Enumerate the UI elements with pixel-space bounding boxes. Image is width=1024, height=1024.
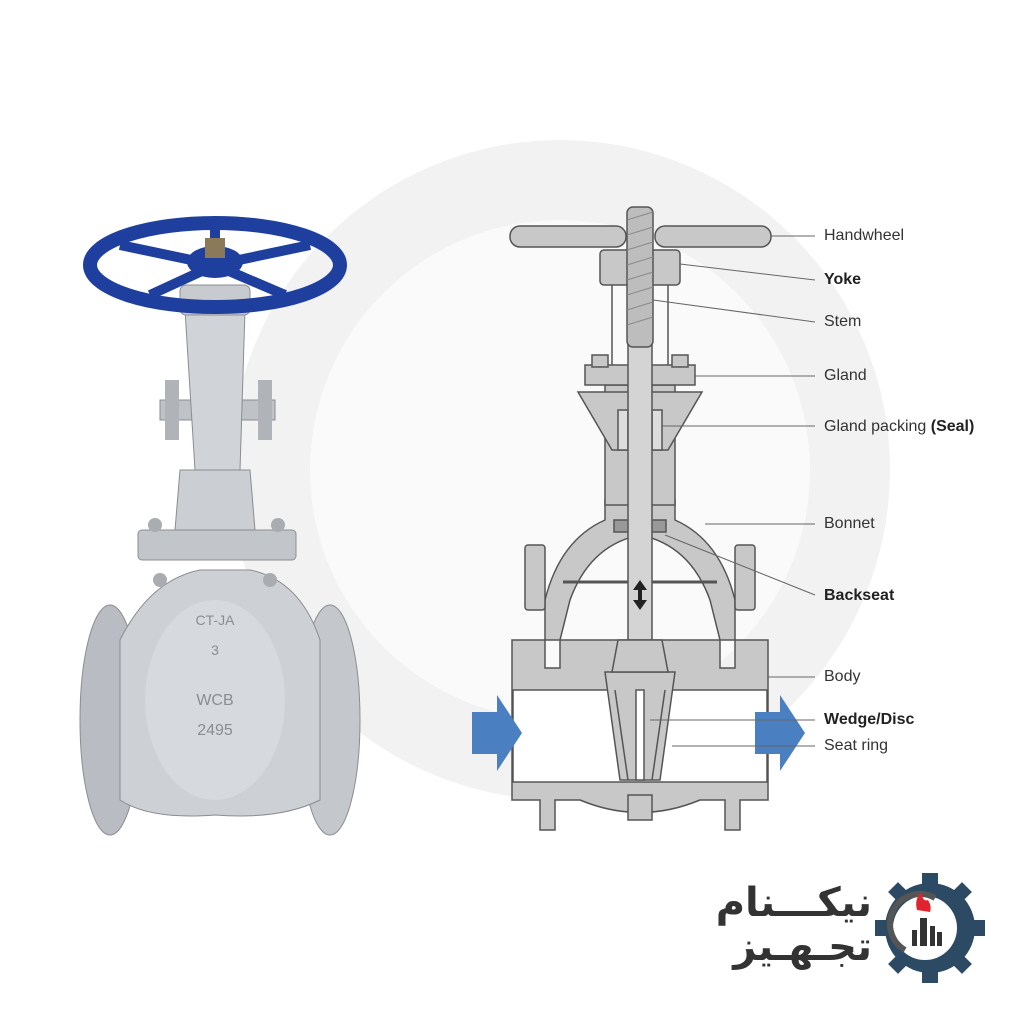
up-down-arrow-icon (633, 580, 647, 610)
gland-packing-right (651, 409, 663, 451)
label-stem: Stem (824, 313, 862, 330)
photo-code-mark: 2495 (197, 722, 233, 739)
label-wedge-disc: Wedge/Disc (824, 711, 915, 728)
valve-photo: CT-JA 3 WCB 2495 (79, 216, 361, 836)
label-gland-packing-text: Gland packing (824, 418, 927, 435)
label-bonnet: Bonnet (824, 515, 875, 532)
photo-material-mark: WCB (196, 692, 233, 709)
label-seal: (Seal) (930, 418, 975, 435)
drain-plug (627, 794, 653, 821)
label-body: Body (824, 668, 861, 685)
gland-packing-left (617, 409, 629, 451)
label-yoke: Yoke (824, 271, 862, 288)
photo-brand-mark: CT-JA (196, 612, 236, 628)
logo-emblem (875, 873, 985, 983)
bonnet-bolt-right (734, 544, 756, 611)
logo-text-line2: تجـهـیز (733, 924, 872, 970)
valve-cross-section (509, 206, 772, 831)
label-backseat: Backseat (824, 587, 895, 604)
label-seat-ring: Seat ring (824, 737, 889, 754)
photo-size-mark: 3 (211, 642, 219, 658)
handwheel-left (509, 225, 627, 248)
label-handwheel: Handwheel (824, 227, 905, 244)
handwheel-right (654, 225, 772, 248)
leader-lines (650, 235, 816, 747)
logo-text-line1: نیکـــنام (715, 880, 872, 926)
flow-in-arrow-icon (472, 695, 522, 771)
bonnet-bolt-left (524, 544, 546, 611)
stem-thread (626, 206, 654, 348)
label-gland-packing: Gland packing (Seal) (824, 417, 974, 437)
flow-out-arrow-icon (755, 695, 805, 771)
label-gland: Gland (824, 367, 867, 384)
